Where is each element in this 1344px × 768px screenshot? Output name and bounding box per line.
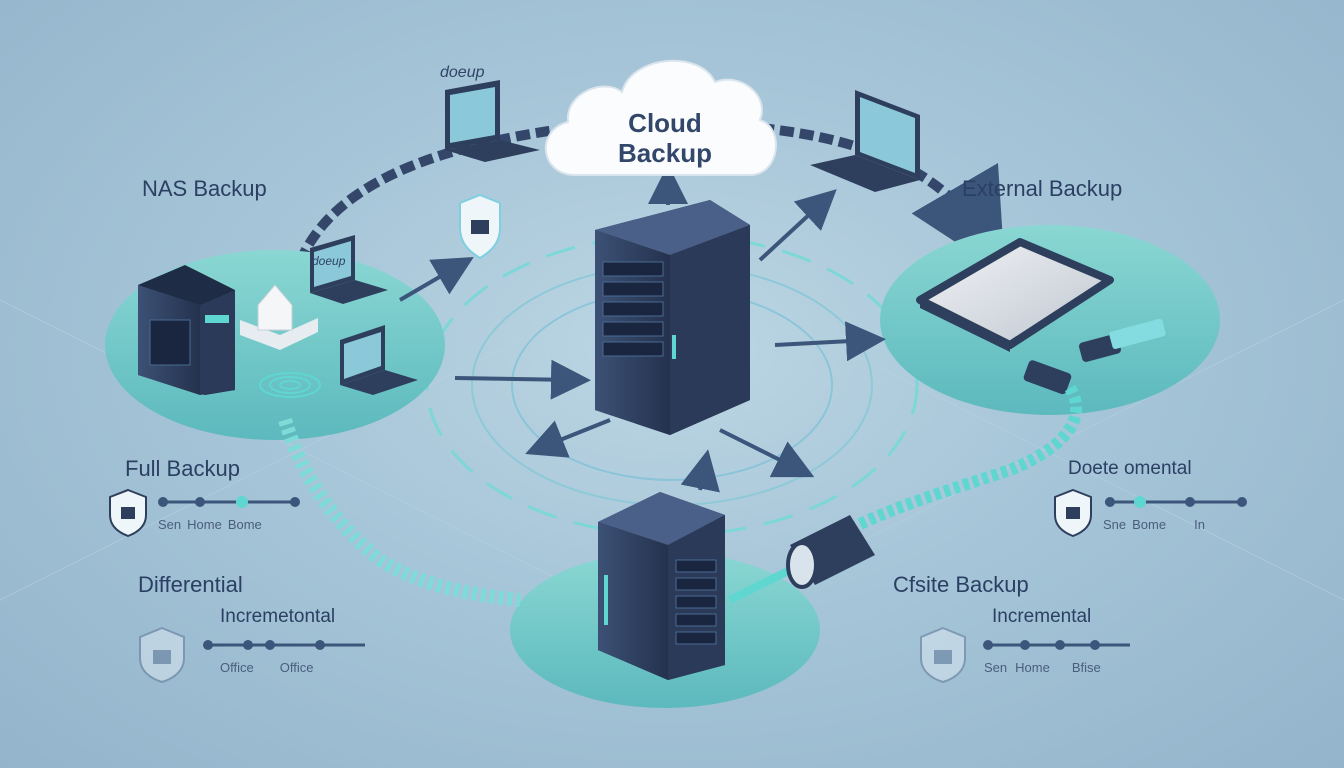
laptop-icon-left <box>310 235 388 304</box>
usb-cable <box>826 384 1083 546</box>
tick: Sen <box>158 517 182 532</box>
fingerprint-icon <box>259 372 321 398</box>
offsite-ticks: Sen Home Bfise <box>984 660 1101 675</box>
nas-backup-label: NAS Backup <box>142 176 267 201</box>
external-backup-label: External Backup <box>962 176 1123 201</box>
cloud-backup-line2: Backup <box>618 138 712 168</box>
shield-lock-icon-right <box>1054 488 1092 538</box>
differential-ticks: Office Office <box>220 660 313 675</box>
tick: Sne <box>1103 517 1127 532</box>
nas-cloud-arc <box>295 125 556 264</box>
laptop-top-scribble: doeup <box>440 64 485 81</box>
timeline-offsite-dots <box>983 640 1100 650</box>
tick: In <box>1194 517 1205 532</box>
usb-icon <box>1023 318 1166 395</box>
tick: Office <box>220 660 254 675</box>
cloud-icon <box>544 59 777 176</box>
timeline-differential-dots <box>203 640 325 650</box>
tick: Sen <box>984 660 1008 675</box>
full-backup-ticks: Sen Home Bome <box>158 517 262 532</box>
shield-lock-icon-differential <box>139 626 185 684</box>
server-rack-icon <box>595 200 750 435</box>
laptop-icon-top <box>445 80 540 162</box>
offsite-server-icon <box>598 492 725 680</box>
timeline-full-dots <box>158 496 300 508</box>
incremental-left-label: Incremetontal <box>220 606 336 627</box>
differential-label: Differential <box>138 572 243 597</box>
tick: Bome <box>227 517 262 532</box>
incremental-right-label: Incremental <box>992 606 1092 627</box>
external-drive-icon <box>916 238 1114 352</box>
laptop-icon-right <box>810 90 920 192</box>
timeline-right-top-dots <box>1105 496 1247 508</box>
cloud-backup-line1: Cloud <box>628 108 702 138</box>
shield-lock-icon-top <box>459 193 501 260</box>
nas-cable <box>278 417 521 607</box>
laptop-left-scribble: doeup <box>312 254 346 268</box>
shield-lock-icon-offsite <box>920 626 966 684</box>
shield-lock-icon-full <box>109 488 147 538</box>
cable-connector-icon <box>786 515 875 589</box>
tick: Bfise <box>1071 660 1101 675</box>
offsite-backup-label: Cfsite Backup <box>893 572 1029 597</box>
incremental-right-top-label: Doete omental <box>1068 458 1192 479</box>
tick: Home <box>187 517 222 532</box>
tick: Office <box>279 660 314 675</box>
cloud-backup-label: Cloud Backup <box>590 108 740 168</box>
tick: Home <box>1015 660 1050 675</box>
data-flow-arrows <box>398 164 886 493</box>
nas-server-icon <box>138 265 235 395</box>
tick: Bome <box>1132 517 1167 532</box>
laptop-icon-center-left <box>340 325 418 395</box>
full-backup-label: Full Backup <box>125 456 240 481</box>
house-icon <box>240 284 318 350</box>
right-top-ticks: Sne Bome In <box>1103 517 1205 532</box>
